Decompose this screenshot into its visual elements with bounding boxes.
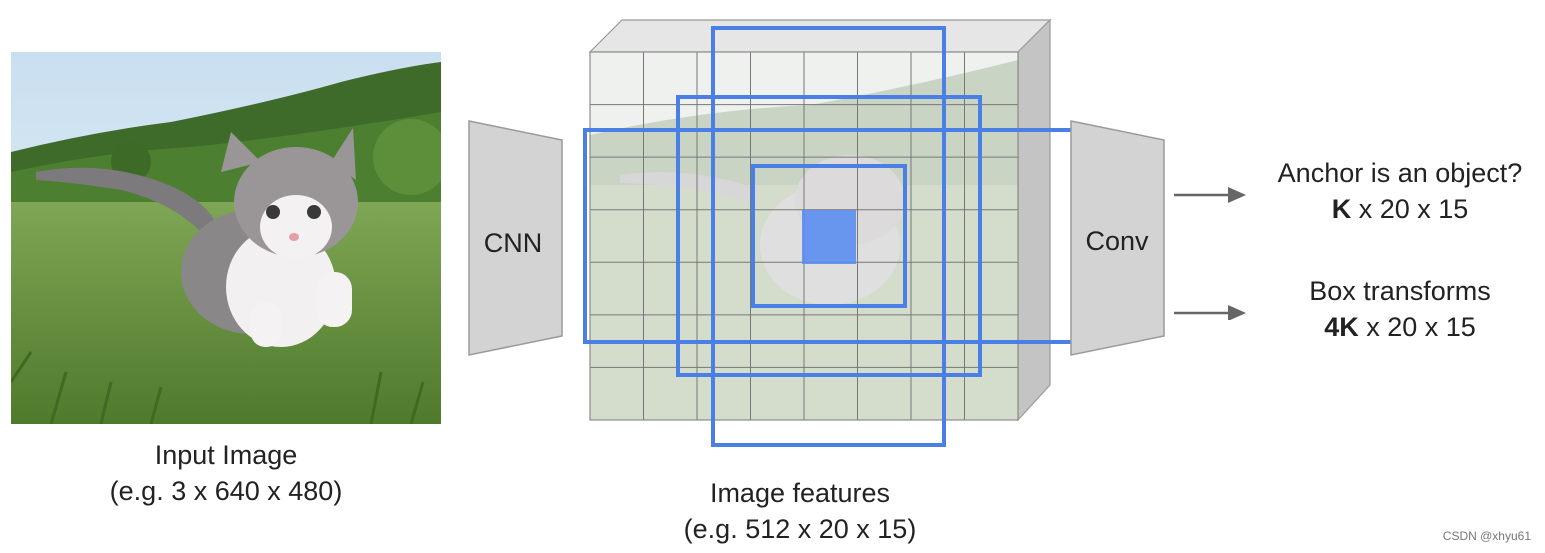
- input-image: [11, 52, 441, 424]
- objectness-shape: K x 20 x 15: [1255, 191, 1545, 227]
- boxes-shape: 4K x 20 x 15: [1255, 309, 1545, 345]
- features-shape: (e.g. 512 x 20 x 15): [683, 514, 917, 544]
- boxes-output: Box transforms 4K x 20 x 15: [1255, 273, 1545, 345]
- conv-trapezoid: [1070, 120, 1165, 356]
- input-image-shape: (e.g. 3 x 640 x 480): [109, 476, 343, 506]
- input-image-caption: Input Image (e.g. 3 x 640 x 480): [56, 437, 396, 509]
- boxes-title: Box transforms: [1309, 276, 1491, 306]
- anchor-box-medium: [676, 95, 982, 377]
- boxes-dims: x 20 x 15: [1358, 312, 1476, 342]
- objectness-output: Anchor is an object? K x 20 x 15: [1255, 155, 1545, 227]
- objectness-title: Anchor is an object?: [1277, 158, 1523, 188]
- cnn-trapezoid: [468, 120, 563, 356]
- anchor-center-cell: [802, 210, 856, 264]
- anchor-box-tall: [711, 26, 946, 447]
- anchor-box-small: [751, 164, 907, 308]
- watermark: CSDN @xhyu61: [1442, 529, 1531, 543]
- conv-label: Conv: [1085, 226, 1149, 256]
- objectness-dims: x 20 x 15: [1351, 194, 1469, 224]
- arrow-objectness-head: [1228, 187, 1246, 203]
- features-caption: Image features (e.g. 512 x 20 x 15): [630, 475, 970, 547]
- boxes-4k: 4K: [1324, 312, 1359, 342]
- feature-volume: [583, 18, 1075, 447]
- objectness-k: K: [1331, 194, 1352, 224]
- output-arrows: [1174, 187, 1246, 320]
- cnn-label: CNN: [483, 228, 543, 258]
- features-title: Image features: [709, 478, 891, 508]
- arrow-boxes-head: [1228, 305, 1246, 320]
- input-image-title: Input Image: [154, 440, 298, 470]
